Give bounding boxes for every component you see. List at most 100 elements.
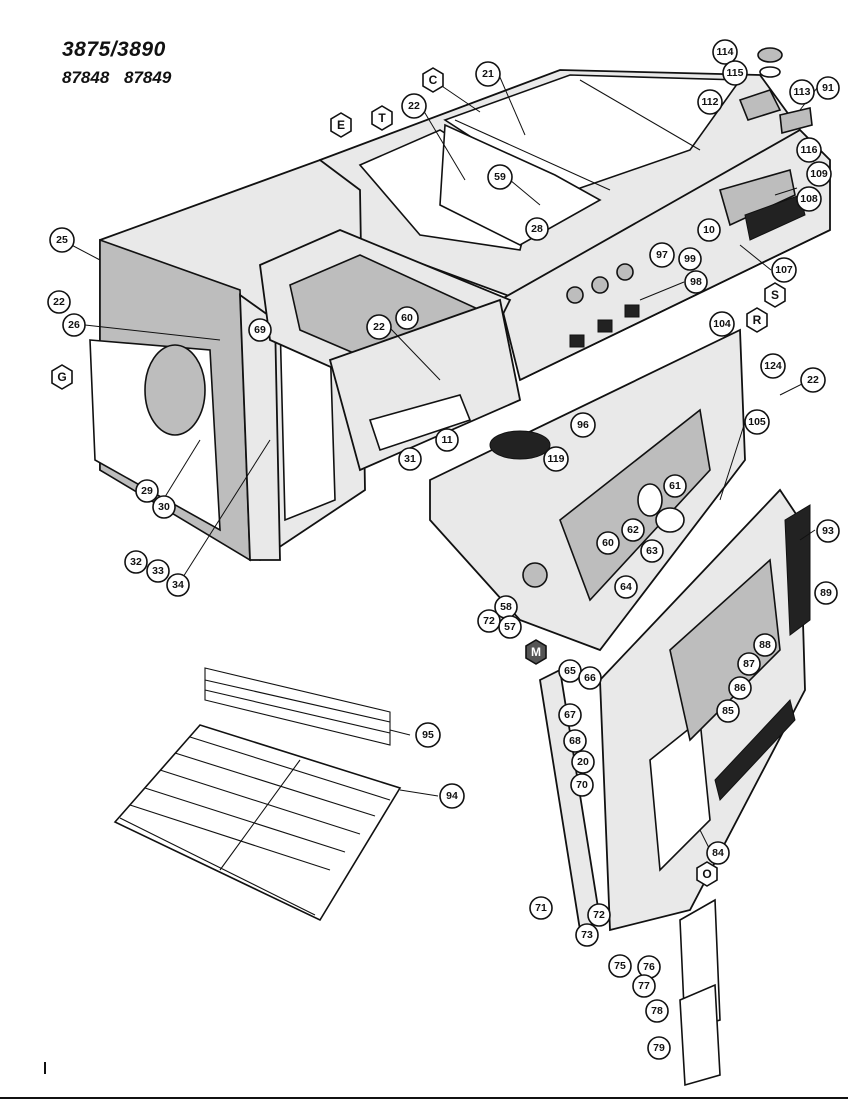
callout-86: 86 <box>728 676 752 700</box>
svg-text:30: 30 <box>158 501 170 513</box>
svg-text:61: 61 <box>669 480 681 492</box>
callout-22-right: 22 <box>800 367 826 393</box>
callout-22-left: 22 <box>47 290 71 314</box>
svg-text:93: 93 <box>822 525 834 537</box>
svg-text:22: 22 <box>807 374 819 386</box>
callout-68: 68 <box>563 729 587 753</box>
callout-115: 115 <box>722 60 748 86</box>
callout-109: 109 <box>806 161 832 187</box>
svg-text:22: 22 <box>53 296 65 308</box>
svg-text:124: 124 <box>764 360 782 372</box>
callout-29: 29 <box>135 479 159 503</box>
model-numbers: 87848 87849 <box>62 68 172 87</box>
svg-text:E: E <box>337 118 345 132</box>
svg-text:91: 91 <box>822 82 834 94</box>
svg-text:33: 33 <box>152 565 164 577</box>
svg-text:29: 29 <box>141 485 153 497</box>
callout-25: 25 <box>49 227 75 253</box>
callout-65: 65 <box>558 659 582 683</box>
svg-text:73: 73 <box>581 929 593 941</box>
callout-112: 112 <box>697 89 723 115</box>
callout-61: 61 <box>663 474 687 498</box>
callout-108: 108 <box>796 186 822 212</box>
model-title: 3875/3890 <box>62 38 166 61</box>
svg-text:62: 62 <box>627 524 639 536</box>
callout-104: 104 <box>709 311 735 337</box>
svg-text:71: 71 <box>535 902 547 914</box>
callout-22-top: 22 <box>401 93 427 119</box>
svg-text:59: 59 <box>494 171 506 183</box>
callout-72-lower: 72 <box>587 903 611 927</box>
svg-text:88: 88 <box>759 639 771 651</box>
callout-113: 113 <box>789 79 815 105</box>
callout-78: 78 <box>645 999 669 1023</box>
callout-22-center: 22 <box>366 314 392 340</box>
svg-text:84: 84 <box>712 847 724 859</box>
svg-text:89: 89 <box>820 587 832 599</box>
callout-96: 96 <box>570 412 596 438</box>
svg-text:86: 86 <box>734 682 746 694</box>
svg-text:22: 22 <box>408 100 420 112</box>
callout-79: 79 <box>647 1036 671 1060</box>
svg-text:70: 70 <box>576 779 588 791</box>
svg-text:S: S <box>771 288 779 302</box>
svg-text:68: 68 <box>569 735 581 747</box>
page-bottom-rule <box>0 1097 848 1099</box>
callout-107: 107 <box>771 257 797 283</box>
svg-text:114: 114 <box>717 46 734 58</box>
callout-72-upper: 72 <box>477 609 501 633</box>
callout-33: 33 <box>146 559 170 583</box>
callout-66: 66 <box>578 666 602 690</box>
callout-20: 20 <box>571 750 595 774</box>
svg-text:99: 99 <box>684 253 696 265</box>
callout-60-lower: 60 <box>596 531 620 555</box>
callout-119: 119 <box>543 446 569 472</box>
svg-text:65: 65 <box>564 665 576 677</box>
callout-57: 57 <box>498 615 522 639</box>
callout-28: 28 <box>525 217 549 241</box>
svg-text:M: M <box>531 645 541 659</box>
svg-text:66: 66 <box>584 672 596 684</box>
svg-text:10: 10 <box>703 224 715 236</box>
svg-text:69: 69 <box>254 324 266 336</box>
svg-text:28: 28 <box>531 223 543 235</box>
svg-text:11: 11 <box>441 434 452 446</box>
callout-89: 89 <box>814 581 838 605</box>
callout-97: 97 <box>649 242 675 268</box>
svg-text:78: 78 <box>651 1005 663 1017</box>
svg-text:79: 79 <box>653 1042 665 1054</box>
callout-114: 114 <box>712 39 738 65</box>
svg-text:R: R <box>753 313 762 327</box>
svg-text:72: 72 <box>483 615 495 627</box>
callout-10: 10 <box>697 218 721 242</box>
callout-98: 98 <box>684 270 708 294</box>
callout-88: 88 <box>753 633 777 657</box>
svg-text:98: 98 <box>690 276 702 288</box>
svg-text:34: 34 <box>172 579 184 591</box>
callout-63: 63 <box>640 539 664 563</box>
svg-text:25: 25 <box>56 234 68 246</box>
svg-text:97: 97 <box>656 249 668 261</box>
section-marker-c: C <box>422 67 444 93</box>
broiler-rack <box>204 667 391 746</box>
svg-text:115: 115 <box>727 67 744 79</box>
svg-text:105: 105 <box>748 416 766 428</box>
svg-text:60: 60 <box>401 312 413 324</box>
callout-94: 94 <box>439 783 465 809</box>
svg-text:85: 85 <box>722 705 734 717</box>
section-marker-r: R <box>746 307 768 333</box>
callout-59: 59 <box>487 164 513 190</box>
section-marker-t: T <box>371 105 393 131</box>
svg-text:77: 77 <box>638 980 650 992</box>
svg-text:57: 57 <box>504 621 516 633</box>
callout-93: 93 <box>816 519 840 543</box>
section-marker-s: S <box>764 282 786 308</box>
callout-85: 85 <box>716 699 740 723</box>
callout-34: 34 <box>166 573 190 597</box>
callout-84: 84 <box>706 841 730 865</box>
svg-text:108: 108 <box>800 193 818 205</box>
svg-text:31: 31 <box>404 453 416 465</box>
oven-rack <box>113 724 402 922</box>
svg-text:87: 87 <box>743 658 755 670</box>
callout-30: 30 <box>152 495 176 519</box>
